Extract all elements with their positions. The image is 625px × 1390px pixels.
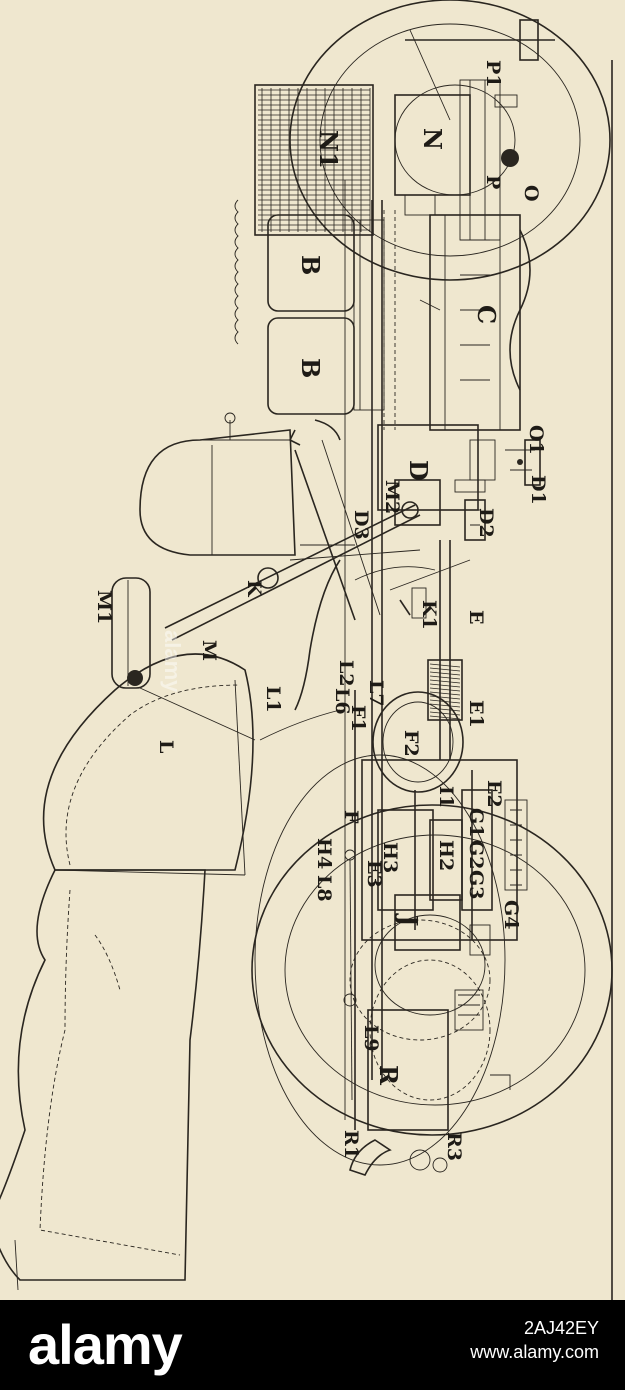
brand-logo: alamy xyxy=(28,1313,183,1376)
component-labels: N1 N B B C P P1 O O1 D D1 D2 D3 M M1 M2 … xyxy=(93,60,549,1161)
label-m: M xyxy=(198,640,220,661)
label-e2: E2 xyxy=(483,780,505,808)
label-m2: M2 xyxy=(381,480,403,514)
label-n1: N1 xyxy=(314,130,343,169)
label-l2: L2 xyxy=(335,660,357,687)
label-o: O xyxy=(520,185,542,202)
label-j: J xyxy=(394,913,423,926)
hood-dashboard xyxy=(139,412,341,556)
chassis-frame xyxy=(344,180,383,1120)
label-l6: L6 xyxy=(331,688,353,715)
universal-joint-hatch-line xyxy=(429,675,461,680)
stock-footer: alamy 2AJ42EY www.alamy.com xyxy=(0,1300,625,1390)
label-l: L xyxy=(155,740,177,753)
steering-column xyxy=(164,479,441,641)
label-p1: P1 xyxy=(482,60,504,88)
label-g4: G4 xyxy=(500,900,522,929)
universal-joint-hatch-line xyxy=(429,667,461,672)
label-k1: K1 xyxy=(418,600,440,630)
label-b-right: B xyxy=(296,255,325,275)
crankcase xyxy=(404,194,531,431)
watermark: alamy xyxy=(160,630,185,693)
drive-shaft xyxy=(427,499,486,760)
radiator-fins xyxy=(234,199,239,345)
label-f2: F2 xyxy=(400,730,422,757)
image-id: 2AJ42EY xyxy=(523,1318,599,1338)
label-g2: G2 xyxy=(465,840,487,869)
rear-wheel-outer xyxy=(254,754,506,1166)
universal-joint-hatch-line xyxy=(429,671,461,676)
label-c: C xyxy=(472,305,501,324)
universal-joint-hatch-line xyxy=(429,695,461,700)
clutch-housing xyxy=(372,691,464,793)
site-url: www.alamy.com xyxy=(470,1342,599,1362)
label-r3: R3 xyxy=(443,1132,465,1161)
label-p: P xyxy=(482,175,504,189)
label-r: R xyxy=(374,1065,403,1086)
front-seat xyxy=(42,653,256,876)
brake-rods xyxy=(259,690,357,1130)
radiator xyxy=(254,84,374,236)
label-h3: H3 xyxy=(379,842,401,873)
steering-wheel xyxy=(111,577,151,689)
label-o1: O1 xyxy=(525,425,547,455)
rear-body xyxy=(0,869,206,1291)
label-d: D xyxy=(404,460,433,481)
label-e1: E1 xyxy=(465,700,487,728)
universal-joint-hatch-line xyxy=(429,679,461,684)
image-id-block: 2AJ42EY www.alamy.com xyxy=(470,1316,599,1364)
label-g3: G3 xyxy=(465,870,487,899)
universal-joint-hatch-line xyxy=(429,707,461,712)
label-b-left: B xyxy=(296,358,325,378)
label-l7: L7 xyxy=(365,680,387,707)
control-linkage xyxy=(288,429,471,711)
watermark-layer: alamy xyxy=(160,630,185,693)
label-g1: G1 xyxy=(465,808,487,837)
label-f1: F1 xyxy=(347,705,369,732)
label-n: N xyxy=(418,128,447,150)
universal-joint-hatch-line xyxy=(429,691,461,696)
rear-wheel xyxy=(251,804,613,1136)
label-k: K xyxy=(243,580,265,598)
differential xyxy=(349,959,511,1176)
flywheel-housing xyxy=(377,424,541,511)
car-chassis-diagram: N1 N B B C P P1 O O1 D D1 D2 D3 M M1 M2 … xyxy=(0,0,613,1300)
label-l1: L1 xyxy=(262,686,284,713)
label-l8: L8 xyxy=(313,875,335,902)
universal-joint-hatch-line xyxy=(429,687,461,692)
label-m1: M1 xyxy=(93,590,115,624)
universal-joint-hatch-line xyxy=(429,663,461,668)
label-h4: H4 xyxy=(313,838,335,869)
engineering-drawing: N1 N B B C P P1 O O1 D D1 D2 D3 M M1 M2 … xyxy=(0,0,613,1300)
label-r1: R1 xyxy=(340,1130,362,1159)
cylinder-block xyxy=(267,210,441,430)
label-i1: I1 xyxy=(435,786,457,808)
label-d1: D1 xyxy=(527,475,549,505)
label-d3: D3 xyxy=(350,510,372,540)
label-e: E xyxy=(465,610,487,624)
gearbox xyxy=(361,759,528,956)
universal-joint-hatch-line xyxy=(429,703,461,708)
universal-joint-hatch-line xyxy=(429,715,461,720)
universal-joint-hatch-line xyxy=(429,683,461,688)
label-h2: H2 xyxy=(435,840,457,871)
label-f: F xyxy=(340,810,362,824)
label-d2: D2 xyxy=(475,508,497,538)
label-e3: E3 xyxy=(363,860,385,888)
label-l9: L9 xyxy=(360,1025,382,1052)
